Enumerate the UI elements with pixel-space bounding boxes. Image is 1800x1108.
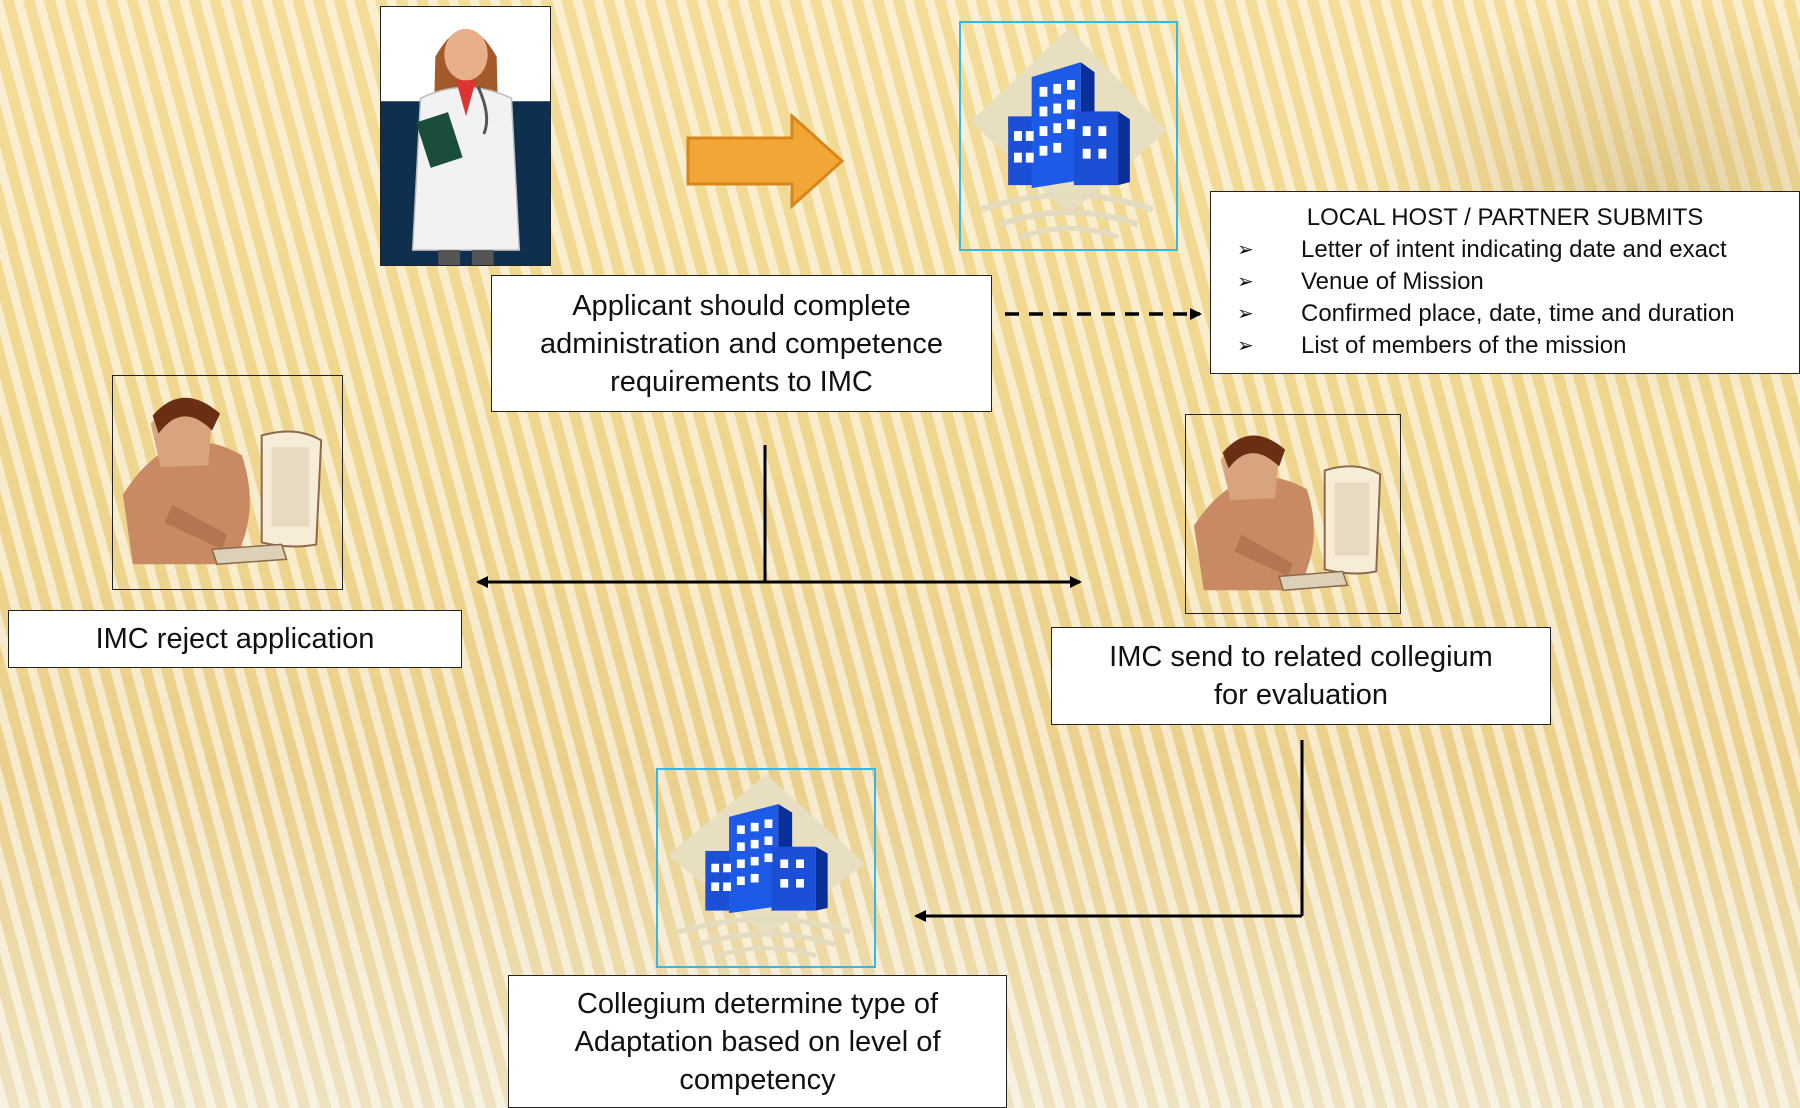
- list-item: ➢ List of members of the mission: [1211, 330, 1799, 362]
- hospital-building-icon: [656, 768, 876, 968]
- bullet-arrow-icon: ➢: [1237, 303, 1254, 325]
- host-list: ➢ Letter of intent indicating date and ex…: [1211, 234, 1799, 362]
- list-item: ➢ Venue of Mission: [1211, 266, 1799, 298]
- host-item-text: List of members of the mission: [1301, 332, 1627, 359]
- node-line: IMC reject application: [95, 623, 375, 655]
- bullet-arrow-icon: ➢: [1237, 271, 1254, 293]
- node-line: Collegium determine type of: [576, 987, 939, 1020]
- office-worker-icon: [1185, 414, 1401, 614]
- node-line: IMC send to related collegium: [1109, 641, 1493, 673]
- host-title: LOCAL HOST / PARTNER SUBMITS: [1306, 204, 1704, 231]
- right-arrow-icon: [686, 112, 845, 210]
- node-line: Adaptation based on level of: [574, 1025, 941, 1058]
- hospital-building-icon: [959, 21, 1178, 251]
- list-item: ➢ Confirmed place, date, time and duratio…: [1211, 298, 1799, 330]
- node-line: competency: [679, 1063, 836, 1096]
- collegium-determine-box: Collegium determine type of Adaptation b…: [508, 975, 1007, 1108]
- host-item-text: Letter of intent indicating date and exa…: [1301, 236, 1727, 263]
- office-worker-icon: [112, 375, 343, 590]
- list-item: ➢ Letter of intent indicating date and ex…: [1211, 234, 1799, 266]
- node-line: administration and competence: [539, 327, 943, 360]
- host-item-text: Confirmed place, date, time and duration: [1301, 300, 1735, 327]
- local-host-box: LOCAL HOST / PARTNER SUBMITS ➢ Letter of …: [1210, 191, 1800, 374]
- node-line: for evaluation: [1213, 679, 1389, 711]
- reject-application-box: IMC reject application: [8, 610, 462, 668]
- node-line: requirements to IMC: [610, 365, 873, 398]
- host-item-text: Venue of Mission: [1301, 268, 1484, 295]
- bullet-arrow-icon: ➢: [1237, 335, 1254, 357]
- send-collegium-box: IMC send to related collegium for evalua…: [1051, 627, 1551, 725]
- node-line: Applicant should complete: [572, 289, 911, 322]
- doctor-icon: [380, 6, 551, 266]
- bullet-arrow-icon: ➢: [1237, 239, 1254, 261]
- applicant-requirements-box: Applicant should complete administration…: [491, 275, 992, 412]
